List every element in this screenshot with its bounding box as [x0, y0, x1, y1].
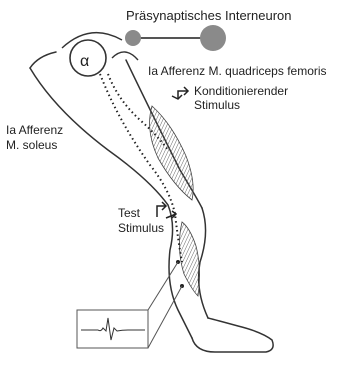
interneuron-small-terminal — [125, 30, 141, 46]
quadriceps-muscle — [150, 106, 194, 200]
stimulus-arrow-icon — [172, 87, 188, 99]
emg-leads — [148, 262, 182, 348]
interneuron-cell-body — [200, 25, 226, 51]
test-stimulus-label-line1: Test — [118, 206, 141, 220]
emg-recording-box — [77, 310, 148, 348]
ia-soleus-label-line2: M. soleus — [6, 138, 57, 152]
interneuron-label: Präsynaptisches Interneuron — [126, 8, 291, 23]
ia-soleus-label-line1: Ia Afferenz — [6, 123, 63, 137]
conditioning-stimulus-label-line1: Konditionierender — [194, 84, 288, 98]
presynaptic-interneuron — [125, 25, 226, 51]
ia-quadriceps-label: Ia Afferenz M. quadriceps femoris — [148, 64, 327, 78]
conditioning-stimulus-label-line2: Stimulus — [194, 98, 240, 112]
test-stimulus-label-line2: Stimulus — [118, 221, 164, 235]
alpha-label: α — [80, 53, 89, 70]
